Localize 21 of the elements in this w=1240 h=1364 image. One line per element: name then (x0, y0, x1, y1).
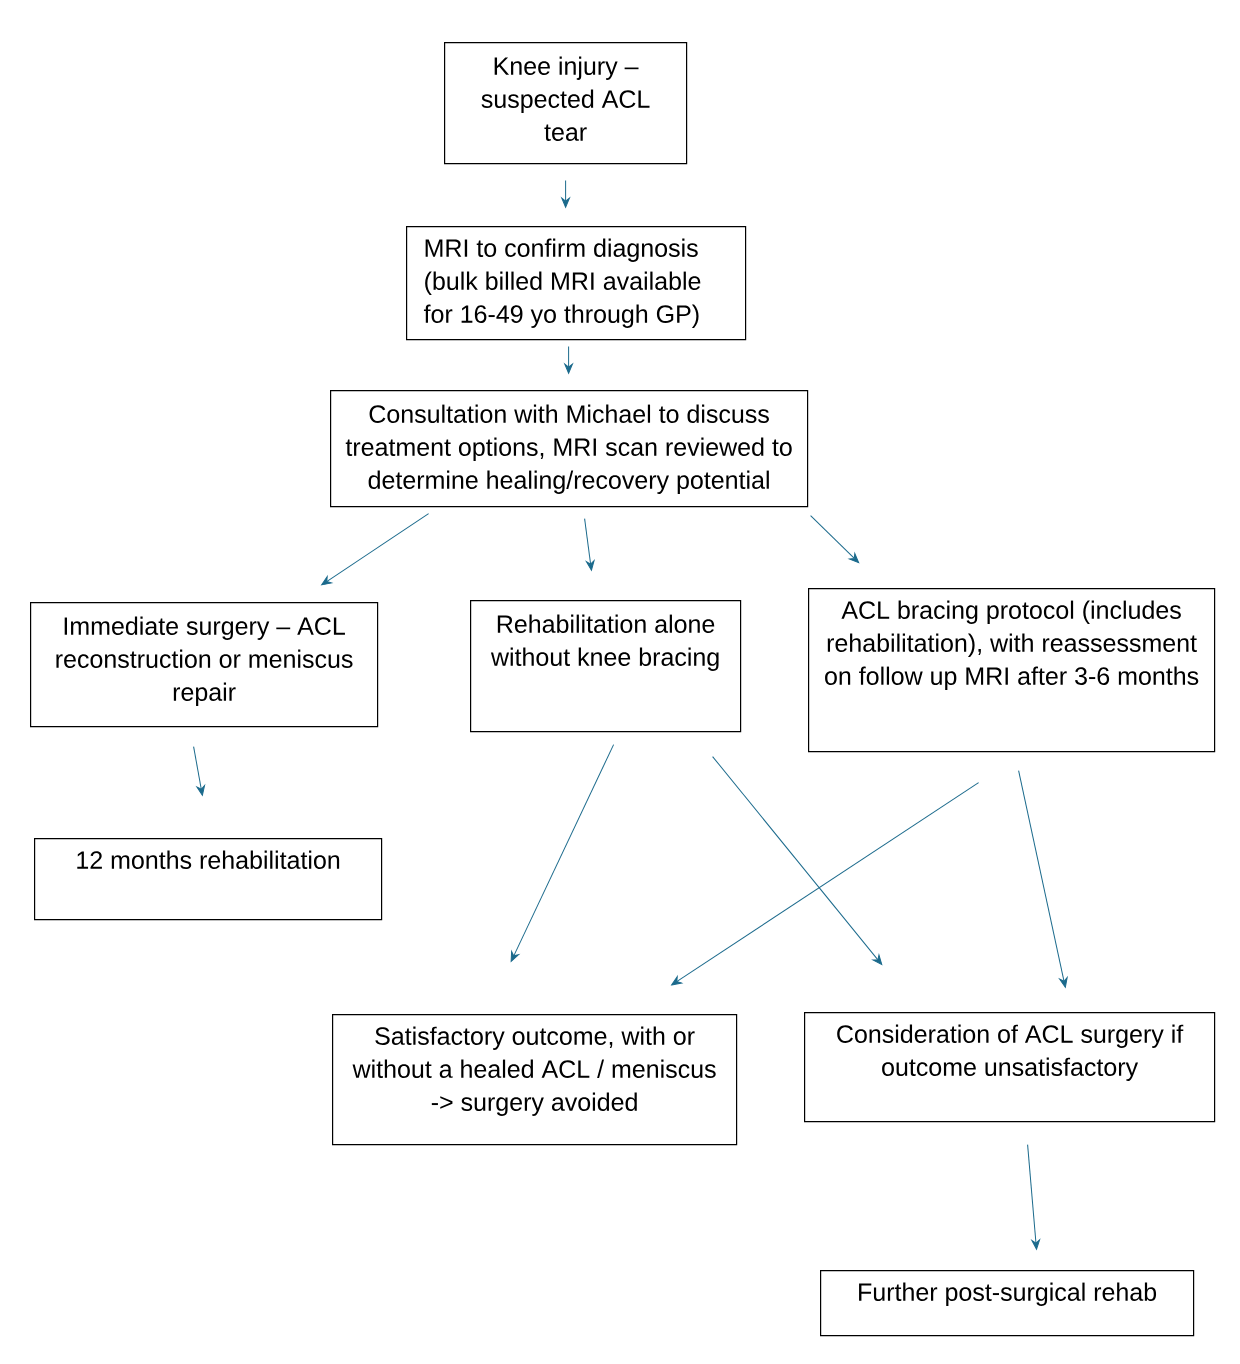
arrow (1018, 770, 1068, 988)
arrow (510, 744, 615, 962)
arrow (810, 515, 860, 564)
process-box: Satisfactory outcome, with or without a healed ACL / meniscus -> surgery avoided (332, 1014, 738, 1146)
arrow (564, 346, 573, 374)
arrow (321, 513, 430, 586)
arrow (712, 756, 883, 966)
process-box: MRI to confirm diagnosis (bulk billed MRI available for 16-49 yo through GP) (406, 226, 747, 341)
process-box: Rehabilitation alone without knee bracing (470, 600, 742, 733)
arrow (561, 180, 570, 208)
process-box: Consultation with Michael to discuss treatment options, MRI scan reviewed to determine healing/recovery potential (330, 390, 809, 508)
process-box: Immediate surgery – ACL reconstruction or meniscus repair (30, 602, 379, 728)
arrow (193, 746, 206, 796)
arrow (1027, 1144, 1041, 1250)
process-box: Consideration of ACL surgery if outcome unsatisfactory (804, 1012, 1216, 1123)
arrow (584, 518, 595, 571)
process-box: Further post-surgical rehab (820, 1270, 1195, 1337)
process-box: ACL bracing protocol (includes rehabilitation), with reassessment on follow up MRI after 3-6 months (808, 588, 1216, 753)
process-box: 12 months rehabilitation (34, 838, 383, 921)
process-box: Knee injury – suspected ACL tear (444, 42, 688, 165)
arrow (671, 782, 980, 986)
